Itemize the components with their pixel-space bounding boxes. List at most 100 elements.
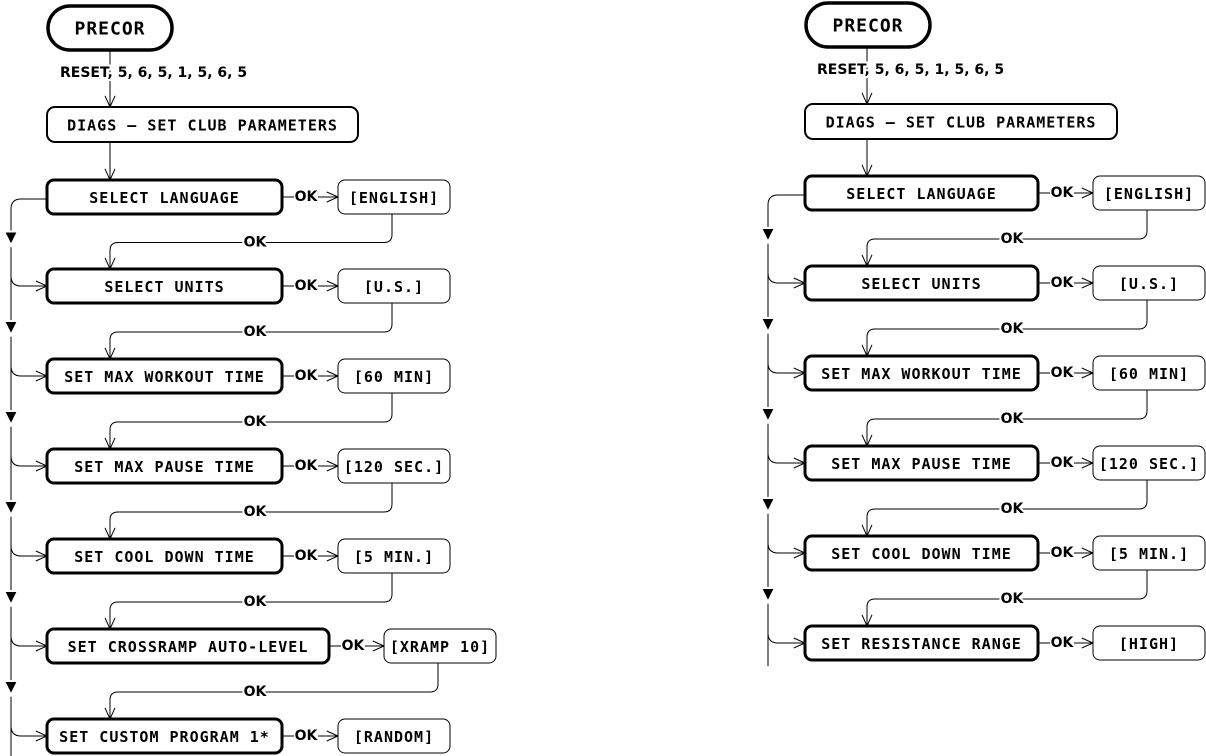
value-box: [1092, 625, 1206, 661]
ok-label: OK: [295, 458, 319, 474]
step-label: SELECT LANGUAGE: [846, 185, 996, 203]
step-label: SET COOL DOWN TIME: [74, 548, 255, 566]
return-path-line: [109, 483, 393, 539]
step-label: SELECT LANGUAGE: [89, 189, 239, 207]
value-box: [337, 718, 451, 754]
down-triangle-icon: [2, 590, 20, 608]
down-triangle-icon: [2, 320, 20, 338]
return-path-line: [109, 573, 393, 629]
step-label: SET CROSSRAMP AUTO-LEVEL: [68, 638, 309, 656]
entry-sequence: RESET, 5, 6, 5, 1, 5, 6, 5: [817, 62, 1004, 78]
return-path-line: [866, 300, 1148, 356]
flow-step: SET MAX WORKOUT TIME OK [60 MIN] OK: [2, 357, 451, 472]
down-triangle-icon: [759, 407, 777, 425]
ok-label: OK: [1051, 185, 1075, 201]
return-path-line: [109, 393, 393, 449]
default-value: [RANDOM]: [354, 728, 434, 746]
ok-label: OK: [1051, 635, 1075, 651]
default-value: [U.S.]: [364, 278, 424, 296]
default-value: [5 MIN.]: [354, 548, 434, 566]
mode-box: [46, 106, 359, 143]
mode-label: DIAGS – SET CLUB PARAMETERS: [826, 114, 1097, 132]
value-box: [337, 179, 451, 215]
skip-branch-line: [10, 455, 47, 467]
default-value: [60 MIN]: [354, 368, 434, 386]
default-value: [120 SEC.]: [344, 458, 444, 476]
skip-branch-line: [10, 365, 47, 377]
ok-label: OK: [1051, 365, 1075, 381]
ok-label: OK: [295, 278, 319, 294]
ok-label: OK: [244, 504, 268, 520]
return-path-line: [109, 214, 393, 269]
skip-branch-line: [767, 542, 805, 554]
ok-label: OK: [295, 368, 319, 384]
return-path-line: [109, 663, 439, 719]
mode-box: [804, 103, 1118, 140]
ok-label: OK: [1051, 455, 1075, 471]
down-triangle-icon: [759, 227, 777, 245]
default-value: [5 MIN.]: [1109, 545, 1189, 563]
step-label: SET MAX WORKOUT TIME: [821, 365, 1022, 383]
value-box: [337, 448, 451, 484]
step-label: SET MAX PAUSE TIME: [74, 458, 255, 476]
step-label: SET CUSTOM PROGRAM 1*: [59, 728, 270, 746]
ok-label: OK: [1001, 321, 1025, 337]
flow-step: SELECT UNITS OK [U.S.] OK: [2, 267, 451, 382]
ok-label: OK: [1051, 275, 1075, 291]
default-value: [ENGLISH]: [349, 189, 439, 207]
ok-label: OK: [244, 324, 268, 340]
step-label: SELECT UNITS: [104, 278, 224, 296]
down-triangle-icon: [2, 230, 20, 248]
value-box: [337, 538, 451, 574]
flow-step: SET COOL DOWN TIME OK [5 MIN.] OK: [759, 534, 1206, 649]
value-box: [1092, 535, 1206, 571]
return-path-line: [109, 303, 393, 359]
ok-label: OK: [244, 235, 268, 251]
value-box: [1092, 445, 1206, 481]
default-value: [ENGLISH]: [1104, 185, 1194, 203]
ok-label: OK: [1001, 231, 1025, 247]
skip-branch-line: [767, 632, 805, 644]
mode-label: DIAGS – SET CLUB PARAMETERS: [67, 117, 338, 135]
skip-path-line: [10, 198, 47, 756]
ok-label: OK: [244, 684, 268, 700]
flow-step: SELECT LANGUAGE OK [ENGLISH] OK: [759, 174, 1206, 289]
flow-step: SET MAX PAUSE TIME OK [120 SEC.] OK: [2, 447, 451, 562]
ok-label: OK: [244, 594, 268, 610]
value-box: [337, 358, 451, 394]
default-value: [HIGH]: [1119, 635, 1179, 653]
skip-branch-line: [10, 275, 47, 287]
ok-label: OK: [295, 189, 319, 205]
down-triangle-icon: [759, 497, 777, 515]
skip-branch-line: [767, 272, 805, 284]
skip-branch-line: [767, 362, 805, 374]
flow-step: SELECT LANGUAGE OK [ENGLISH] OK: [2, 178, 451, 292]
value-box: [383, 628, 497, 664]
flow-step: SET MAX PAUSE TIME OK [120 SEC.] OK: [759, 444, 1206, 559]
step-label: SET COOL DOWN TIME: [831, 545, 1012, 563]
ok-label: OK: [295, 728, 319, 744]
ok-label: OK: [1051, 545, 1075, 561]
skip-path-line: [767, 194, 805, 666]
return-path-line: [866, 210, 1148, 266]
return-path-line: [866, 570, 1148, 626]
skip-branch-line: [10, 545, 47, 557]
entry-sequence: RESET, 5, 6, 5, 1, 5, 6, 5: [60, 65, 247, 81]
step-label: SET MAX WORKOUT TIME: [64, 368, 265, 386]
default-value: [120 SEC.]: [1099, 455, 1199, 473]
return-path-line: [866, 480, 1148, 536]
step-label: SET MAX PAUSE TIME: [831, 455, 1012, 473]
value-box: [1092, 355, 1206, 391]
down-triangle-icon: [759, 587, 777, 605]
value-box: [337, 268, 451, 304]
down-triangle-icon: [2, 680, 20, 698]
value-box: [1092, 175, 1206, 211]
skip-branch-line: [767, 452, 805, 464]
